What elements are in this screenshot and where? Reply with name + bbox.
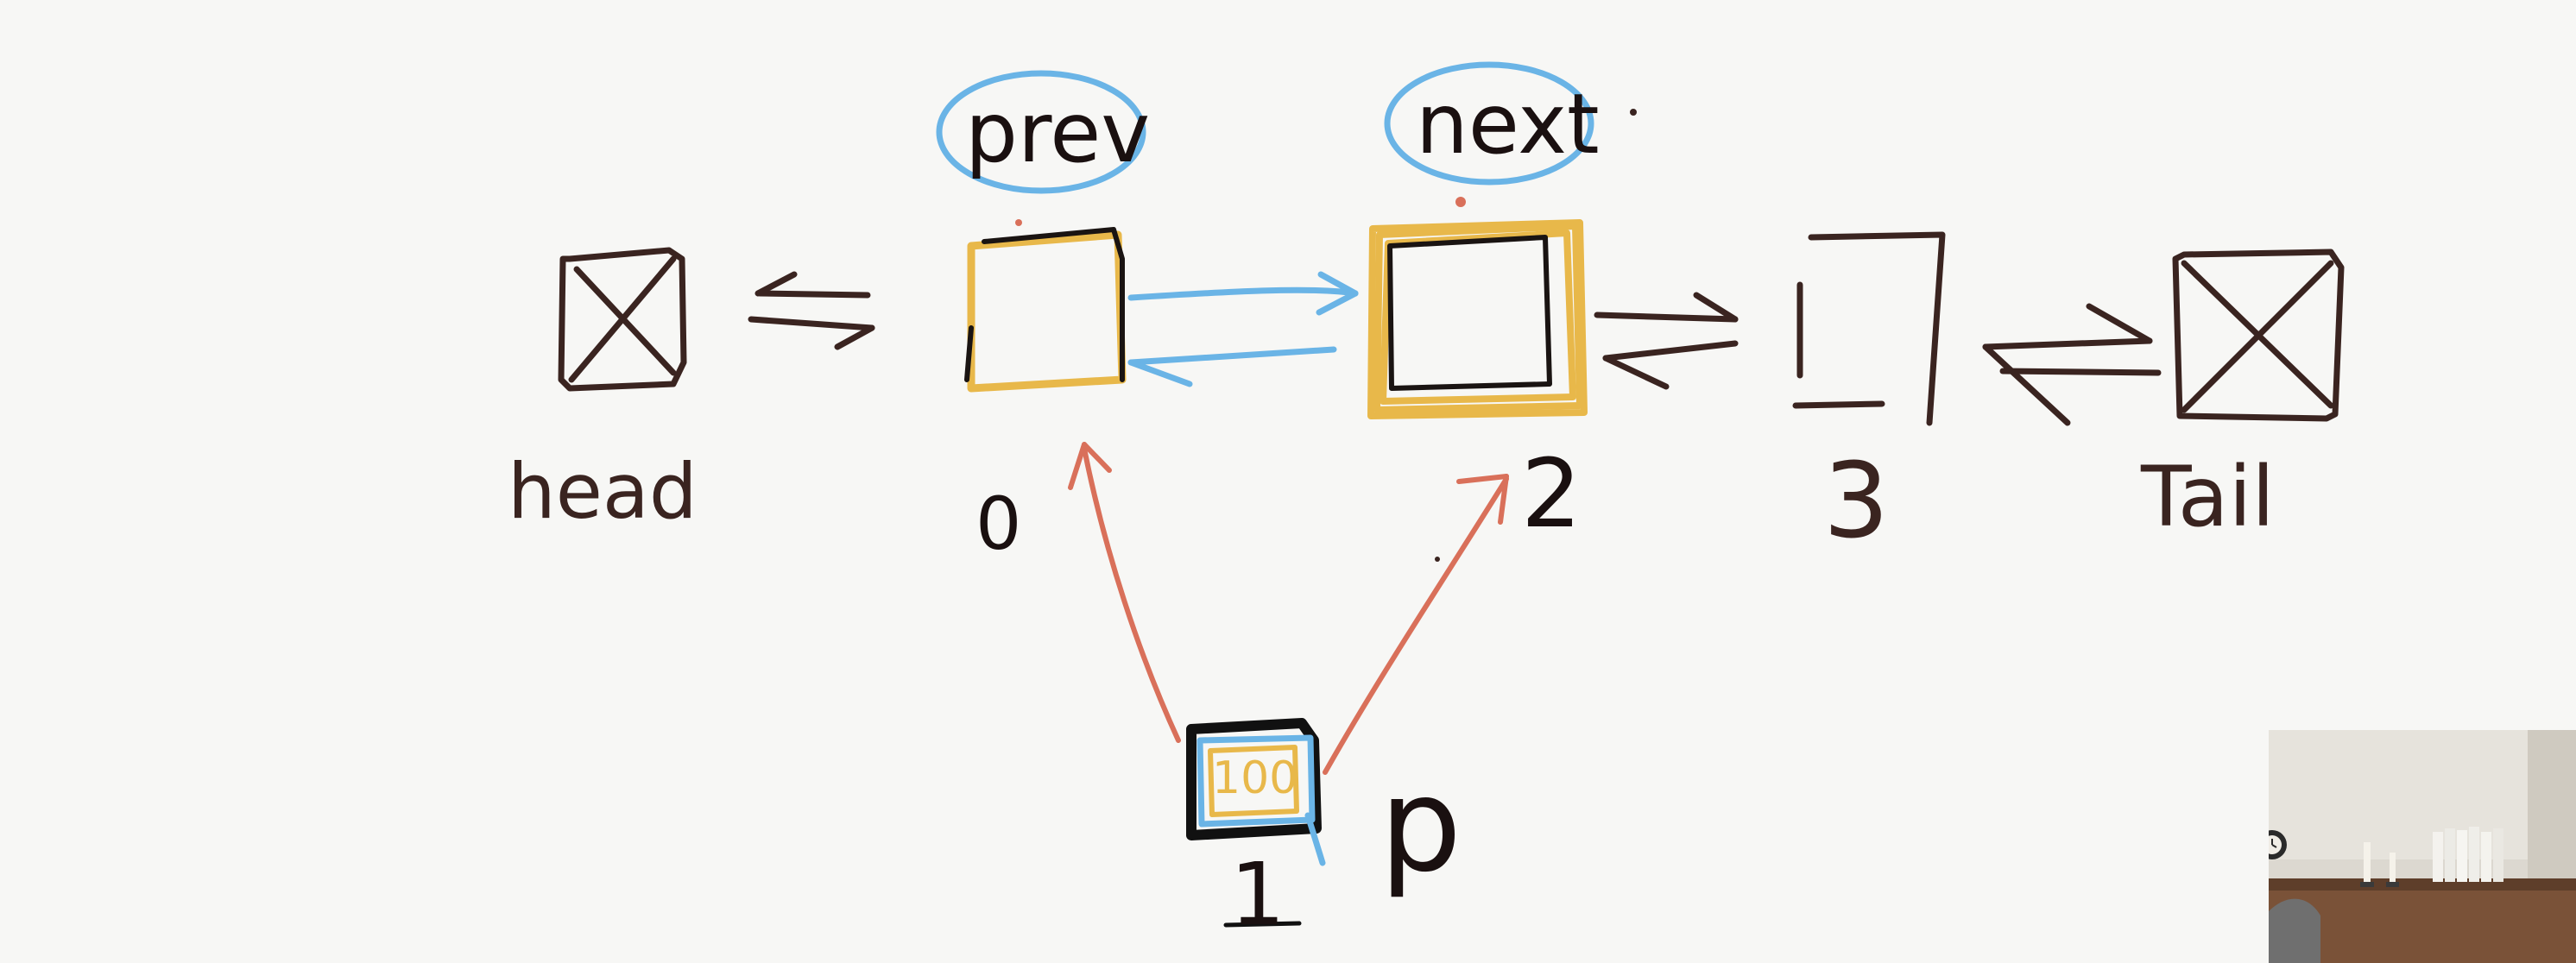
- tail-label: Tail: [2141, 449, 2275, 545]
- clock-icon: [2269, 830, 2287, 859]
- new-node-label-underline: [1223, 921, 1302, 928]
- prev-label: prev: [965, 85, 1151, 181]
- dot-mark: [1435, 557, 1440, 562]
- pointer-to-node2-arrow: [1323, 474, 1509, 775]
- node0-node2-blue-links: [1127, 271, 1359, 387]
- pointer-to-node0-arrow: [1068, 442, 1181, 743]
- tail-crossed-box-icon: [2172, 249, 2345, 422]
- red-dot: [1015, 219, 1022, 226]
- prev-label-circle: [936, 70, 1146, 194]
- node3-to-tail-double-arrow-icon: [1982, 303, 2162, 426]
- webcam-thumbnail: [2269, 730, 2576, 963]
- head-crossed-box-icon: [558, 247, 687, 392]
- books: [2433, 827, 2503, 882]
- head-to-node0-double-arrow-icon: [748, 271, 875, 350]
- dot-mark: [1630, 109, 1637, 116]
- node2-box: [1367, 219, 1588, 419]
- next-label: next: [1416, 76, 1600, 173]
- node0-box: [964, 227, 1127, 393]
- node2-to-node3-double-arrow-icon: [1594, 292, 1739, 390]
- node2-index-label: 2: [1521, 438, 1582, 549]
- new-node-value: 100: [1212, 752, 1298, 804]
- new-node-index-label: 1: [1230, 844, 1285, 945]
- new-node-box: [1186, 718, 1326, 866]
- node3-box: [1792, 231, 1946, 426]
- head-label: head: [508, 447, 698, 536]
- pointer-label: p: [1380, 751, 1462, 901]
- red-dot: [1455, 197, 1466, 207]
- node0-index-label: 0: [975, 482, 1022, 566]
- node3-index-label: 3: [1823, 442, 1890, 562]
- next-label-circle: [1384, 61, 1594, 186]
- webcam-scene: [2269, 730, 2576, 963]
